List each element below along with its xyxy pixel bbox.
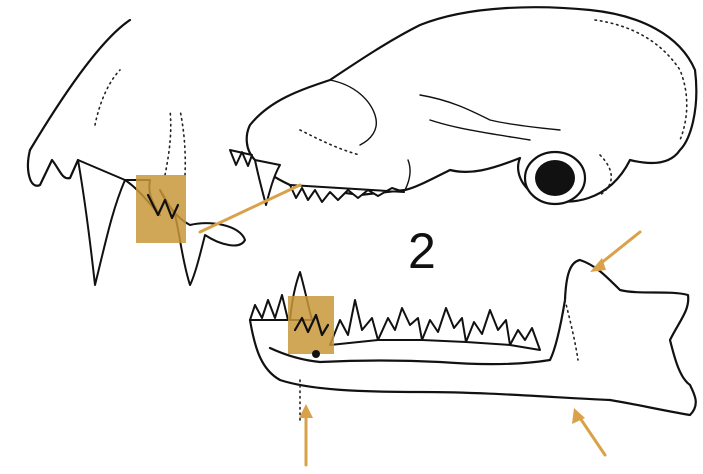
pointer-line bbox=[200, 185, 300, 232]
figure-number-label: 2 bbox=[408, 226, 436, 276]
arrow-jaw-base bbox=[578, 415, 605, 455]
cranium bbox=[230, 7, 696, 205]
tooth-detail-left bbox=[28, 20, 245, 285]
arrowhead-lower-tooth bbox=[299, 404, 313, 418]
mandible bbox=[250, 260, 696, 420]
